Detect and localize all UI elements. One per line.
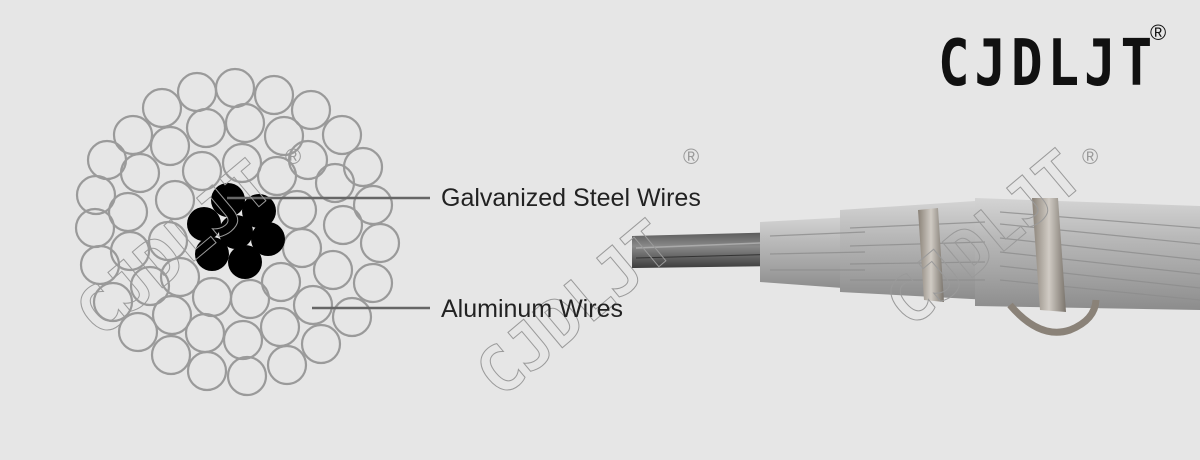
registered-trademark-icon: ® <box>1150 20 1167 45</box>
watermark-registered-mark: ® <box>285 144 302 169</box>
aluminum-strands <box>74 67 401 397</box>
watermark-registered-mark: ® <box>1082 144 1099 169</box>
galvanized-steel-wires-label: Galvanized Steel Wires <box>441 184 701 212</box>
watermark-logos: CJDLJT CJDLJT CJDLJT <box>62 136 1098 412</box>
brand-logo: CJDLJT <box>938 27 1158 101</box>
aluminum-wires-label: Aluminum Wires <box>441 295 623 323</box>
steel-core-strands <box>187 183 285 279</box>
cable-photo <box>632 198 1200 336</box>
watermark-registered-mark: ® <box>683 144 700 169</box>
